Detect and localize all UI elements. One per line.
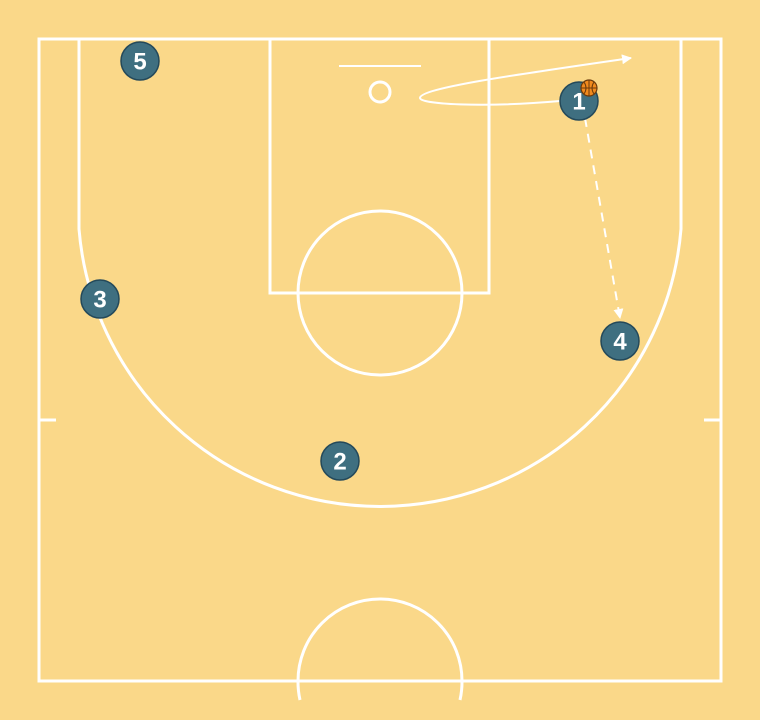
- free-throw-lane: [268, 37, 491, 295]
- player-label: 4: [613, 329, 627, 356]
- player-5: 5: [120, 41, 160, 81]
- player-2: 2: [320, 441, 360, 481]
- pass-arrow: [584, 117, 624, 319]
- player-3: 3: [80, 279, 120, 319]
- player-marker: [120, 41, 160, 81]
- player-marker: [80, 279, 120, 319]
- center-circle-lower: [296, 680, 302, 701]
- player-1: 1: [559, 79, 599, 121]
- three-point-line: [77, 39, 683, 508]
- players-layer: 1 2 3 4 5: [80, 41, 640, 481]
- player-4: 4: [600, 321, 640, 361]
- player-label: 3: [93, 287, 106, 314]
- dribble-arrow: [418, 54, 632, 106]
- free-throw-circle: [296, 209, 464, 377]
- center-circle: [296, 597, 464, 682]
- player-marker: [600, 321, 640, 361]
- player-label: 1: [572, 89, 585, 116]
- player-label: 5: [133, 49, 146, 76]
- player-label: 2: [333, 449, 346, 476]
- player-marker: [320, 441, 360, 481]
- basketball-icon: [580, 79, 598, 97]
- basket-rim: [368, 80, 392, 104]
- center-circle-lower-right: [458, 680, 464, 701]
